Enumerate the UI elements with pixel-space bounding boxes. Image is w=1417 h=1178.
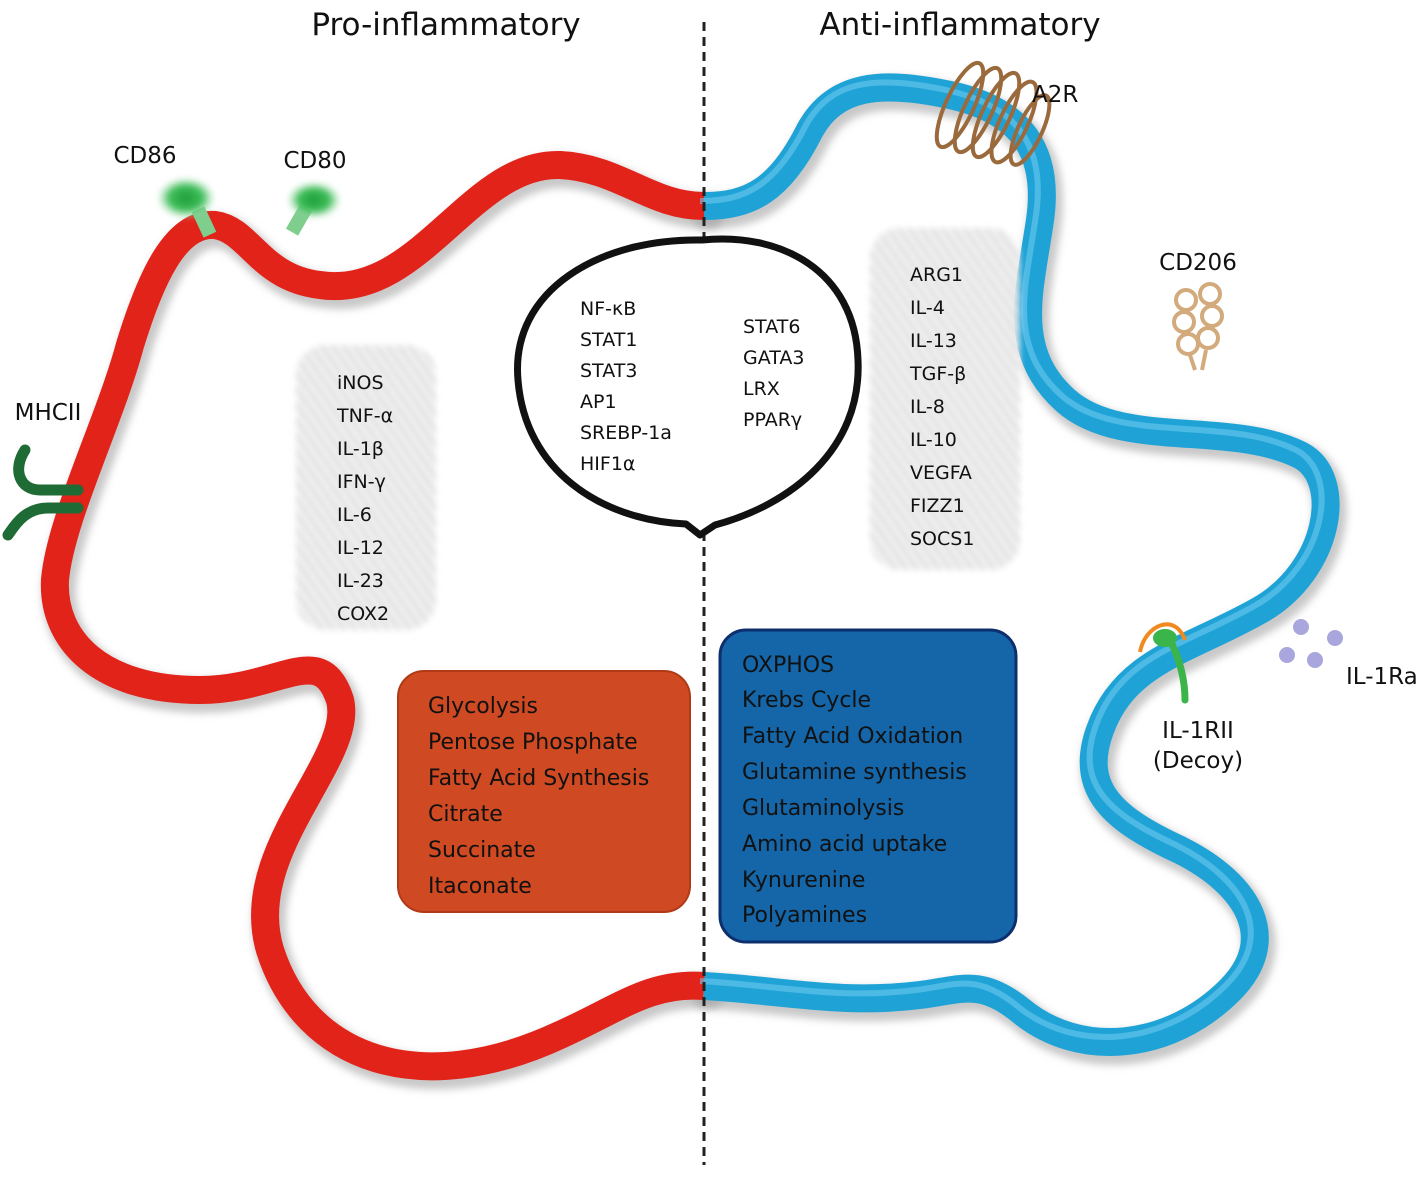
cd86-label: CD86 <box>113 143 176 169</box>
pro-transcription-factor: SREBP-1a <box>580 422 672 444</box>
anti-metabolism-item: OXPHOS <box>742 653 834 678</box>
nucleus <box>514 235 862 539</box>
pro-marker: IL-6 <box>337 504 372 526</box>
pro-marker: COX2 <box>337 603 389 625</box>
mhcii-label: MHCII <box>15 400 82 426</box>
pro-inflammatory-header: Pro-inflammatory <box>311 7 580 43</box>
pro-transcription-factor: STAT1 <box>580 329 637 351</box>
anti-membrane-highlight <box>699 79 1325 1041</box>
pro-marker: IL-12 <box>337 537 384 559</box>
pro-metabolism-item: Fatty Acid Synthesis <box>428 766 649 791</box>
anti-markers-list: ARG1 IL-4 IL-13 TGF-β IL-8 IL-10 VEGFA F… <box>909 264 974 550</box>
il1rii-decoy-label: (Decoy) <box>1153 748 1243 774</box>
anti-transcription-factor: STAT6 <box>743 316 800 338</box>
pro-transcription-factor: HIF1α <box>580 453 635 475</box>
nucleus-anti-factors: STAT6 GATA3 LRX PPARγ <box>743 316 804 431</box>
il1ra-label: IL-1Ra <box>1346 664 1417 690</box>
anti-metabolism-item: Polyamines <box>742 903 867 928</box>
pro-marker: TNF-α <box>336 405 393 427</box>
anti-transcription-factor: GATA3 <box>743 347 804 369</box>
pro-metabolism-item: Succinate <box>428 838 536 863</box>
anti-metabolism-item: Amino acid uptake <box>742 832 947 857</box>
anti-inflammatory-header: Anti-inflammatory <box>819 7 1100 43</box>
anti-marker: TGF-β <box>909 363 966 385</box>
anti-transcription-factor: LRX <box>743 378 780 400</box>
il1ra-molecules <box>1279 619 1343 668</box>
pro-metabolism-item: Pentose Phosphate <box>428 730 638 755</box>
pro-transcription-factor: STAT3 <box>580 360 637 382</box>
pro-markers-list: iNOS TNF-α IL-1β IFN-γ IL-6 IL-12 IL-23 … <box>336 372 393 625</box>
cd206-label: CD206 <box>1159 250 1237 276</box>
a2r-label: A2R <box>1032 82 1078 108</box>
il1rii-decoy-receptor <box>1138 622 1189 704</box>
anti-metabolism-item: Kynurenine <box>742 868 865 893</box>
pro-marker: IL-1β <box>337 438 384 460</box>
mhcii-receptor <box>2 444 84 541</box>
il1rii-label: IL-1RII <box>1162 718 1234 744</box>
anti-metabolism-item: Krebs Cycle <box>742 688 871 713</box>
nucleus-pro-factors: NF-κB STAT1 STAT3 AP1 SREBP-1a HIF1α <box>580 298 672 475</box>
anti-metabolism-list: OXPHOS Krebs Cycle Fatty Acid Oxidation … <box>742 653 967 928</box>
anti-marker: ARG1 <box>910 264 963 286</box>
anti-marker: IL-10 <box>910 429 957 451</box>
anti-metabolism-item: Fatty Acid Oxidation <box>742 724 963 749</box>
anti-marker: IL-4 <box>910 297 945 319</box>
anti-marker: IL-13 <box>910 330 957 352</box>
pro-markers-background <box>296 345 436 630</box>
anti-transcription-factor: PPARγ <box>743 409 802 431</box>
pro-metabolism-item: Glycolysis <box>428 694 538 719</box>
pro-marker: iNOS <box>337 372 384 394</box>
a2r-receptor <box>934 60 1052 167</box>
anti-marker: VEGFA <box>910 462 972 484</box>
pro-marker: IL-23 <box>337 570 384 592</box>
anti-marker: SOCS1 <box>910 528 974 550</box>
cd206-receptor <box>1172 282 1224 371</box>
cd80-label: CD80 <box>283 148 346 174</box>
pro-inflammatory-membrane <box>40 150 706 1081</box>
anti-marker: IL-8 <box>910 396 945 418</box>
anti-metabolism-item: Glutamine synthesis <box>742 760 967 785</box>
anti-markers-background <box>870 228 1020 570</box>
pro-transcription-factor: AP1 <box>580 391 617 413</box>
pro-transcription-factor: NF-κB <box>580 298 636 320</box>
cd86-receptor <box>158 178 217 238</box>
cd80-receptor <box>285 182 340 236</box>
pro-metabolism-list: Glycolysis Pentose Phosphate Fatty Acid … <box>428 694 649 899</box>
pro-metabolism-item: Itaconate <box>428 874 532 899</box>
pro-metabolism-item: Citrate <box>428 802 503 827</box>
anti-metabolism-box <box>718 628 1018 944</box>
pro-metabolism-box <box>397 670 691 913</box>
pro-marker: IFN-γ <box>337 471 386 493</box>
anti-metabolism-item: Glutaminolysis <box>742 796 904 821</box>
anti-marker: FIZZ1 <box>910 495 965 517</box>
